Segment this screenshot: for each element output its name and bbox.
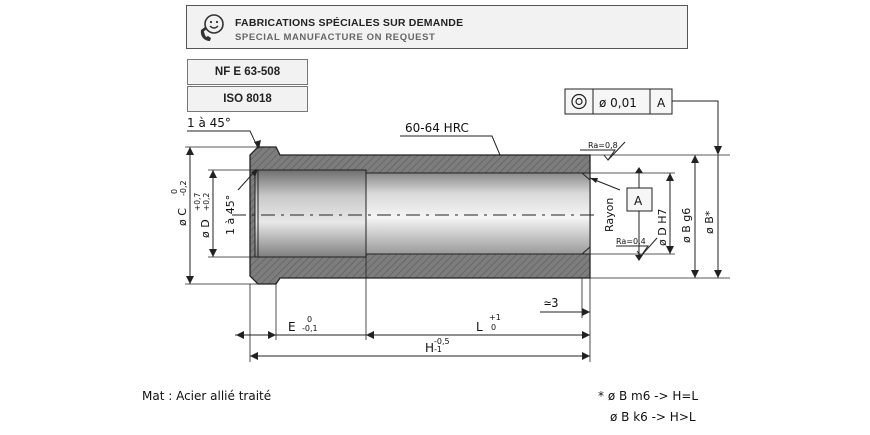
approx-3-label: ≃3: [544, 296, 558, 310]
standard-iso: ISO 8018: [187, 86, 308, 112]
phone-smile-icon: [200, 14, 224, 41]
dia-d-tol-lo: +0,2: [202, 193, 211, 211]
banner-line-fr: FABRICATIONS SPÉCIALES SUR DEMANDE: [235, 17, 464, 29]
concentricity-icon: [571, 93, 587, 110]
dim-l-tol-lo: 0: [491, 323, 496, 332]
dia-d-tol-up: +0,7: [193, 193, 202, 211]
datum-a-label: A: [634, 194, 643, 208]
bushing-section: [232, 146, 600, 285]
hardness-label: 60-64 HRC: [405, 121, 469, 135]
note-m6: * ø B m6 -> H=L: [598, 389, 699, 403]
dia-c-label: ø C: [176, 208, 189, 226]
dia-b-star-label: ø B*: [703, 210, 716, 234]
dia-d-left-label: ø D: [199, 219, 212, 238]
rayon-label: Rayon: [603, 198, 616, 232]
material-label: Mat : Acier allié traité: [142, 389, 272, 403]
dim-l-label: L: [476, 320, 483, 334]
dim-e-tol-up: 0: [307, 315, 312, 324]
dim-h-label: H: [425, 341, 434, 355]
chamfer-top-label: 1 à 45°: [187, 116, 231, 130]
dia-c-tol-up: 0: [170, 189, 179, 194]
banner-line-en: SPECIAL MANUFACTURE ON REQUEST: [235, 32, 436, 43]
note-k6: ø B k6 -> H>L: [610, 410, 696, 424]
dim-e-tol-lo: -0,1: [302, 324, 318, 333]
ra-outer-label: Ra=0,8: [588, 141, 618, 150]
chamfer-side-label: 1 à 45°: [224, 195, 237, 235]
tolerance-datum: A: [657, 96, 666, 110]
tolerance-frame: ø 0,01 A: [564, 88, 722, 155]
dim-h-tol-lo: -1: [434, 345, 442, 354]
tolerance-value: ø 0,01: [599, 96, 637, 110]
dim-e-label: E: [288, 320, 296, 334]
ra-inner-label: Ra=0,4: [616, 237, 646, 246]
dim-l-tol-up: +1: [489, 313, 501, 322]
dia-b-g6-label: ø B g6: [680, 208, 693, 243]
dia-d-h7-label: ø D H7: [656, 209, 669, 246]
standard-nf: NF E 63-508: [187, 59, 308, 85]
dim-h-tol-up: -0,5: [434, 337, 450, 346]
dia-c-tol-lo: -0,2: [179, 180, 188, 196]
special-manufacture-banner: FABRICATIONS SPÉCIALES SUR DEMANDE SPECI…: [186, 5, 688, 49]
